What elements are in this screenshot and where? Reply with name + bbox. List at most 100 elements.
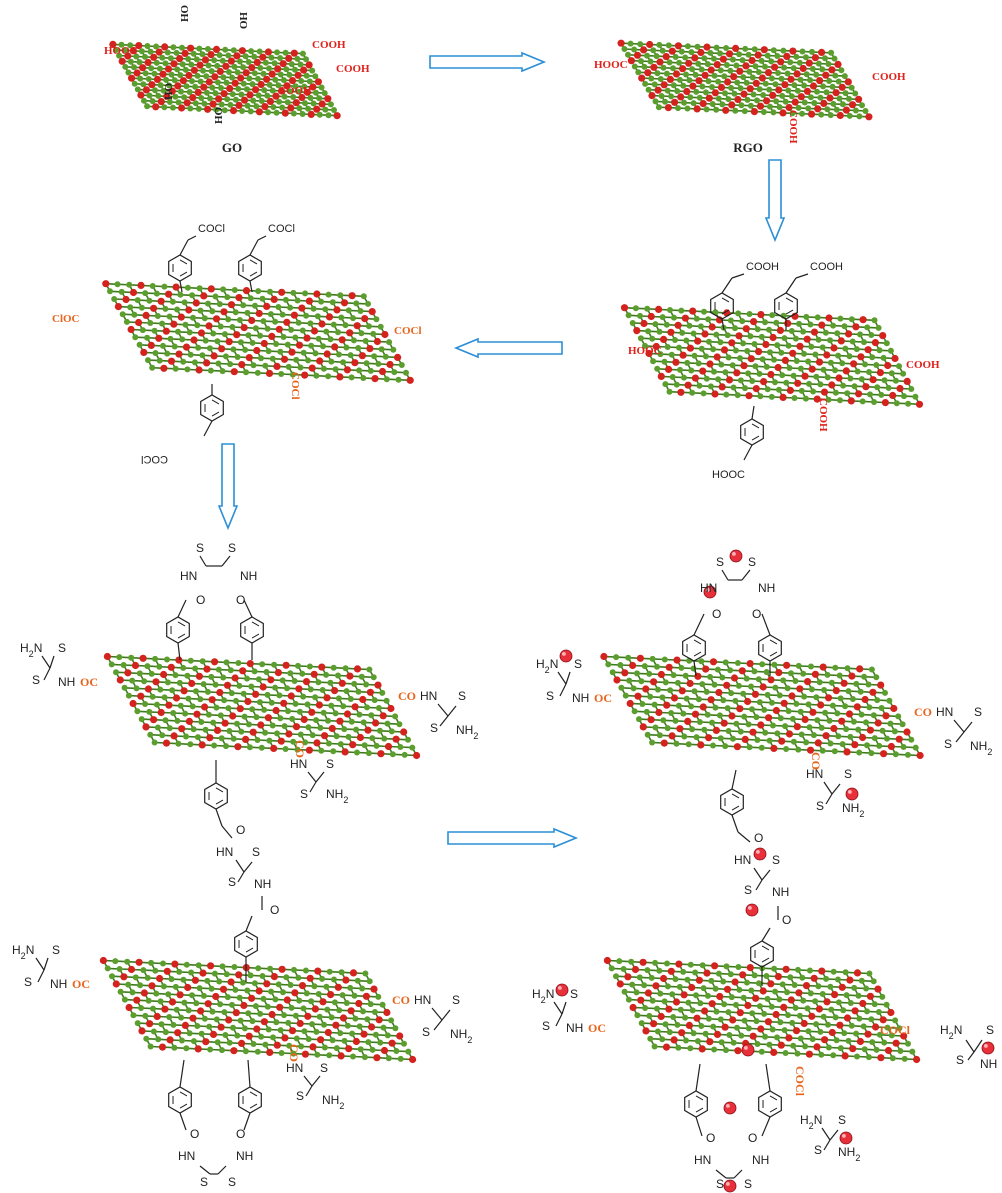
- oxygen-atom: [708, 323, 716, 331]
- carbon-atom: [609, 669, 616, 676]
- oxygen-atom: [178, 104, 186, 112]
- oxygen-atom: [624, 973, 632, 981]
- label-s: S: [814, 1143, 822, 1157]
- carbon-atom: [356, 367, 363, 374]
- carbon-atom: [803, 313, 810, 320]
- carbon-atom: [212, 293, 219, 300]
- carbon-atom: [166, 725, 173, 732]
- oxygen-atom: [298, 93, 306, 102]
- carbon-atom: [789, 715, 796, 722]
- carbon-atom: [179, 44, 185, 51]
- oxygen-atom: [142, 723, 150, 731]
- carbon-atom: [261, 706, 268, 713]
- carbon-atom: [239, 108, 246, 114]
- carbon-atom: [672, 717, 679, 724]
- carbon-atom: [871, 735, 878, 742]
- label-hn: HN: [178, 1149, 195, 1163]
- carbon-atom: [656, 967, 663, 974]
- oxygen-atom: [157, 708, 165, 717]
- oxygen-atom: [652, 982, 660, 990]
- carbon-atom: [871, 399, 877, 405]
- metal-ion: [703, 585, 717, 599]
- carbon-atom: [810, 388, 817, 395]
- carbon-atom: [195, 105, 202, 112]
- oxygen-atom: [381, 330, 389, 339]
- carbon-atom: [342, 665, 349, 672]
- carbon-atom: [647, 58, 654, 65]
- carbon-atom: [728, 690, 735, 697]
- label-nh: NH: [236, 1149, 253, 1163]
- carbon-atom: [613, 973, 619, 980]
- carbon-atom: [659, 314, 666, 321]
- carbon-atom: [782, 98, 789, 105]
- oxygen-atom: [796, 342, 804, 350]
- carbon-atom: [828, 1006, 835, 1013]
- bond-line: [437, 703, 449, 717]
- carbon-atom: [719, 101, 726, 108]
- carbon-atom: [818, 724, 825, 731]
- carbon-atom: [846, 95, 852, 102]
- carbon-atom: [321, 1044, 328, 1051]
- carbon-atom: [769, 1026, 776, 1033]
- oxygen-atom: [847, 397, 855, 405]
- carbon-atom: [679, 329, 686, 336]
- carbon-atom: [236, 994, 243, 1001]
- carbon-atom: [801, 82, 807, 89]
- carbon-atom: [269, 355, 276, 362]
- label-hooc: HOOC: [104, 45, 138, 57]
- carbon-atom: [116, 52, 123, 59]
- label-nh: NH: [50, 977, 67, 991]
- carbon-atom: [172, 983, 179, 990]
- carbon-atom: [702, 89, 709, 96]
- oxygen-atom: [231, 79, 239, 87]
- oxygen-atom: [199, 969, 207, 977]
- carbon-atom: [851, 984, 858, 991]
- carbon-atom: [240, 302, 247, 309]
- oxygen-atom: [373, 337, 381, 346]
- oxygen-atom: [112, 980, 120, 988]
- arrow-rgo-to-functionalized: [764, 159, 786, 243]
- carbon-atom: [217, 1001, 224, 1008]
- oxygen-atom: [916, 751, 924, 760]
- carbon-atom: [314, 1051, 321, 1058]
- carbon-atom: [871, 317, 878, 324]
- carbon-atom: [182, 321, 189, 328]
- label-s: S: [452, 993, 460, 1007]
- oxygen-atom: [371, 375, 379, 383]
- carbon-atom: [797, 708, 804, 715]
- oxygen-atom: [156, 974, 164, 983]
- carbon-atom: [901, 393, 907, 400]
- carbon-atom: [663, 70, 670, 77]
- oxygen-atom: [705, 94, 713, 102]
- carbon-atom: [328, 1014, 335, 1021]
- oxygen-atom: [728, 712, 736, 720]
- oxygen-atom: [836, 1021, 844, 1029]
- carbon-atom: [748, 683, 754, 690]
- label-cocl: COCl: [793, 1066, 807, 1097]
- oxygen-atom: [762, 340, 770, 349]
- label-ho: HO: [213, 106, 225, 124]
- label-s: S: [542, 1019, 550, 1033]
- bond-line: [821, 1127, 831, 1141]
- carbon-atom: [696, 94, 703, 101]
- label-hn: HN: [420, 689, 437, 703]
- oxygen-atom: [857, 353, 865, 361]
- carbon-atom: [871, 1001, 878, 1008]
- oxygen-atom: [171, 960, 179, 968]
- carbon-atom: [130, 1012, 137, 1019]
- carbon-atom: [220, 286, 227, 293]
- carbon-atom: [751, 668, 758, 675]
- oxygen-atom: [234, 743, 242, 751]
- carbon-atom: [303, 312, 310, 319]
- oxygen-atom: [264, 48, 272, 56]
- carbon-atom: [865, 681, 872, 688]
- carbon-atom: [214, 79, 221, 86]
- oxygen-atom: [207, 962, 215, 970]
- oxygen-atom: [248, 316, 256, 325]
- carbon-atom: [254, 737, 261, 743]
- carbon-atom: [631, 63, 638, 70]
- oxygen-atom: [691, 374, 700, 382]
- carbon-atom: [817, 94, 824, 101]
- carbon-atom: [790, 65, 797, 72]
- carbon-atom: [275, 304, 282, 310]
